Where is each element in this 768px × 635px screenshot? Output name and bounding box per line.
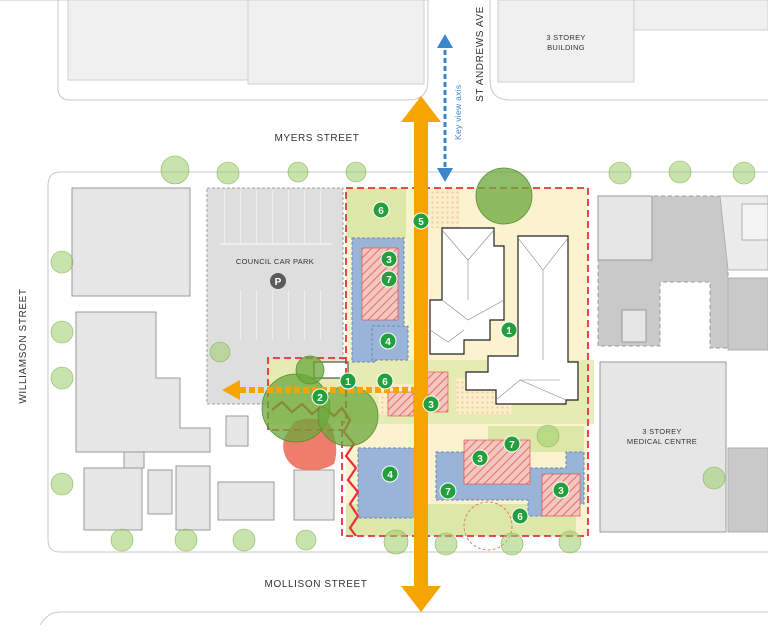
main-axis-arrow [401,96,441,612]
west-buildings [71,187,335,531]
badge-4-b: 4 [381,465,399,483]
badge-6-a: 6 [372,201,390,219]
south-kerb [39,611,768,626]
svg-text:4: 4 [387,470,393,481]
numbered-badges: 6 5 3 7 1 4 1 6 2 3 7 3 4 7 3 6 [311,201,570,525]
street-north: MYERS STREET [275,133,360,144]
street-west: WILLIAMSON STREET [18,288,29,403]
key-view-axis: Key view axis [437,34,463,182]
parking-symbol: P [275,277,282,288]
street-south: MOLLISON STREET [265,579,368,590]
badge-7-a: 7 [380,270,398,288]
svg-text:1: 1 [506,326,512,337]
badge-6-b: 6 [376,372,394,390]
building-ne-label-1: 3 STOREY [546,33,585,42]
svg-text:1: 1 [345,377,351,388]
badge-3-b: 3 [422,395,440,413]
east-buildings [597,195,768,533]
badge-1-a: 1 [500,321,518,339]
parking-icon [270,273,286,289]
building-e-label-2: MEDICAL CENTRE [627,437,697,446]
badge-3-d: 3 [552,481,570,499]
street-east: ST ANDREWS AVE [475,6,486,102]
car-park-label: COUNCIL CAR PARK [236,257,314,266]
pedestrian-path-arrow [222,380,428,400]
svg-text:7: 7 [509,440,515,451]
svg-text:7: 7 [386,275,392,286]
svg-text:3: 3 [428,400,434,411]
view-axis-label: Key view axis [453,85,463,140]
svg-text:3: 3 [558,486,564,497]
svg-text:5: 5 [418,217,424,228]
badge-4-a: 4 [379,332,397,350]
building-e-label-1: 3 STOREY [642,427,681,436]
building-ne-label-2: BUILDING [547,43,585,52]
svg-text:4: 4 [385,337,391,348]
badge-3-c: 3 [471,449,489,467]
svg-text:6: 6 [378,206,384,217]
top-buildings [67,0,768,85]
badge-1-b: 1 [339,372,357,390]
badge-5: 5 [412,212,430,230]
svg-text:7: 7 [445,487,451,498]
svg-text:2: 2 [317,393,323,404]
badge-2: 2 [311,388,329,406]
badge-6-c: 6 [511,507,529,525]
badge-3-a: 3 [380,250,398,268]
svg-text:3: 3 [477,454,483,465]
svg-text:3: 3 [386,255,392,266]
trees [50,155,756,556]
svg-text:6: 6 [517,512,523,523]
badge-7-b: 7 [503,435,521,453]
badge-7-c: 7 [439,482,457,500]
svg-text:6: 6 [382,377,388,388]
